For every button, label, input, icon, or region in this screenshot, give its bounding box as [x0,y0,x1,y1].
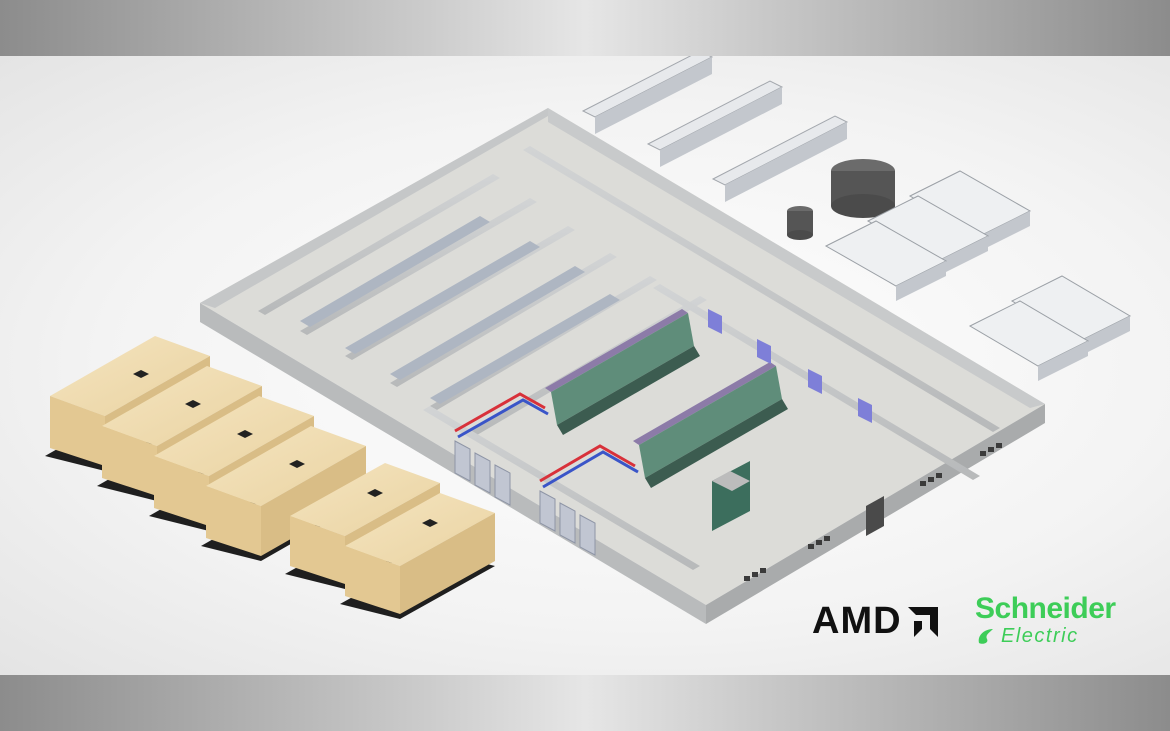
schneider-logo-text: Schneider [975,592,1116,625]
facade-door [866,496,884,536]
facade-window [988,447,994,452]
bottom-gradient-band [0,675,1170,731]
render-canvas: AMD Schneider Electric [0,56,1170,675]
schneider-life-is-on-icon [978,629,993,644]
equipment-frame [712,461,750,531]
generators [45,336,495,619]
roof-chillers-top [581,56,849,202]
server-hall-1 [545,309,700,435]
amd-arrow-icon [907,606,938,637]
facade-window [744,576,750,581]
building-back-wall [200,108,548,308]
facade-window [980,451,986,456]
amd-logo: AMD [812,600,940,643]
facade-window [760,568,766,573]
electric-logo-text: Electric [1001,625,1079,647]
facade-window [928,477,934,482]
cooling-pipes [454,392,639,489]
facade-window [808,544,814,549]
dry-coolers [824,170,1132,381]
server-hall-2 [633,362,788,488]
top-gradient-band [0,0,1170,56]
schneider-electric-logo: Schneider Electric [975,592,1116,647]
facade-window [816,540,822,545]
facade-window [996,443,1002,448]
data-center-isometric-render [45,56,1132,624]
storage-tanks [787,159,895,240]
amd-logo-text: AMD [812,600,902,642]
generator-6 [340,493,495,619]
building-right-back-wall [548,108,1045,408]
facade-window [824,536,830,541]
cdu-units [454,440,596,556]
facade-window [752,572,758,577]
facade-window [936,473,942,478]
wall-panels [708,309,872,423]
corridor-equipment [300,216,620,404]
facade-window [920,481,926,486]
